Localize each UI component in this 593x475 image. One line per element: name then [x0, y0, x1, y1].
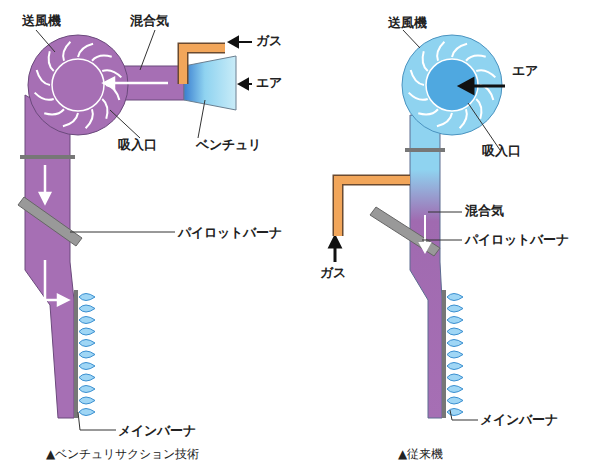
air-label: エア [256, 76, 282, 90]
pilot-label: パイロットバーナ [178, 226, 282, 240]
main-burner-label: メインバーナ [480, 413, 558, 427]
air-label: エア [512, 64, 538, 78]
gas-label: ガス [320, 266, 346, 280]
blower-label: 送風機 [22, 14, 61, 28]
leader-lines [36, 30, 500, 430]
caption: ▲従来機 [398, 448, 443, 461]
gas-pipe [183, 48, 225, 84]
duct [410, 115, 442, 418]
mixture-label: 混合気 [130, 14, 169, 28]
flange [405, 148, 445, 152]
pilot-label: パイロットバーナ [465, 233, 569, 247]
venturi-label: ベンチュリ [196, 138, 261, 152]
flange [20, 155, 75, 159]
pilot-burner [370, 207, 440, 256]
inlet-label: 吸入口 [118, 138, 157, 152]
venturi [184, 56, 236, 110]
inlet-label: 吸入口 [482, 144, 521, 158]
main-burner-label: メインバーナ [118, 424, 196, 438]
mixture-label: 混合気 [465, 204, 504, 218]
pilot-burner [18, 197, 82, 246]
burner-plate [74, 290, 78, 418]
blower-label: 送風機 [388, 16, 427, 30]
duct [25, 95, 74, 418]
caption: ▲ベンチュリサクション技術 [46, 448, 199, 461]
blower [28, 35, 128, 135]
gas-label: ガス [256, 34, 282, 48]
burner-plate [442, 290, 446, 418]
